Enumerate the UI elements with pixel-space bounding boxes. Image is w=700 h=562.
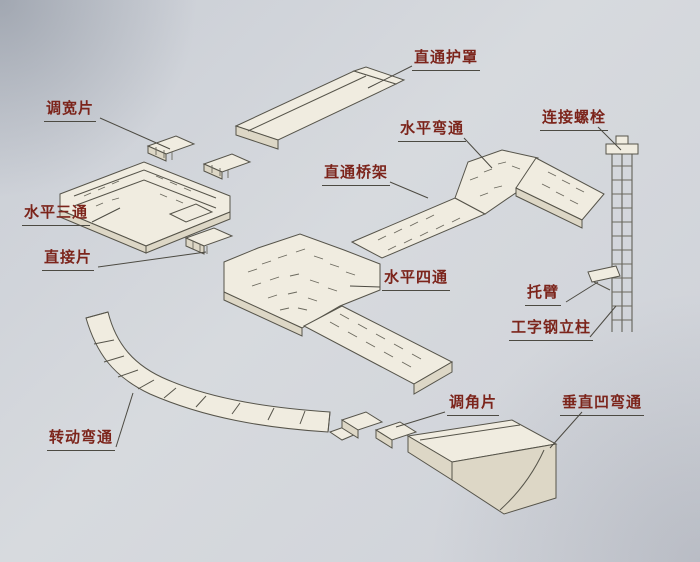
label-vertical-concave-bend: 垂直凹弯通 xyxy=(560,391,645,416)
part-right-run xyxy=(515,157,605,229)
label-horizontal-bend: 水平弯通 xyxy=(398,117,467,142)
leader-horizontal-bend xyxy=(463,137,493,169)
part-vertical-concave-bend xyxy=(406,419,558,515)
label-width-adjust-piece: 调宽片 xyxy=(44,97,97,122)
label-i-beam-column: 工字钢立柱 xyxy=(509,316,594,341)
label-connecting-bolt: 连接螺栓 xyxy=(540,106,609,131)
leader-straight-cover xyxy=(367,65,413,89)
leader-angle-adjust-piece xyxy=(395,411,446,428)
label-rotating-bend: 转动弯通 xyxy=(47,426,116,451)
label-angle-adjust-piece: 调角片 xyxy=(447,391,500,416)
part-straight-cover xyxy=(234,66,406,150)
label-straight-cover: 直通护罩 xyxy=(412,46,481,71)
label-straight-tray: 直通桥架 xyxy=(322,161,391,186)
label-horizontal-cross: 水平四通 xyxy=(382,266,451,291)
leader-support-arm xyxy=(565,281,599,303)
part-horizontal-tee xyxy=(59,161,231,254)
part-width-adjust-pieces xyxy=(146,135,252,180)
leader-straight-tray xyxy=(389,181,429,199)
leader-horizontal-cross xyxy=(349,285,381,288)
leader-lines xyxy=(91,65,622,449)
part-i-beam-column xyxy=(605,135,639,332)
leader-direct-piece xyxy=(97,251,207,268)
part-lower-run xyxy=(302,305,454,395)
label-support-arm: 托臂 xyxy=(525,281,562,306)
label-horizontal-tee: 水平三通 xyxy=(22,201,91,226)
part-angle-adjust-pieces xyxy=(340,411,418,449)
leader-rotating-bend xyxy=(115,392,134,448)
part-horizontal-bend xyxy=(454,149,539,215)
part-direct-piece xyxy=(168,203,234,255)
label-direct-piece: 直接片 xyxy=(42,246,95,271)
leader-horizontal-tee xyxy=(91,207,121,223)
part-horizontal-cross xyxy=(223,233,381,337)
leader-vertical-concave-bend xyxy=(549,411,583,449)
leader-i-beam-column xyxy=(589,305,617,338)
part-straight-tray xyxy=(350,197,487,259)
part-rotating-bend xyxy=(85,311,331,433)
leader-width-adjust-piece xyxy=(99,117,171,150)
